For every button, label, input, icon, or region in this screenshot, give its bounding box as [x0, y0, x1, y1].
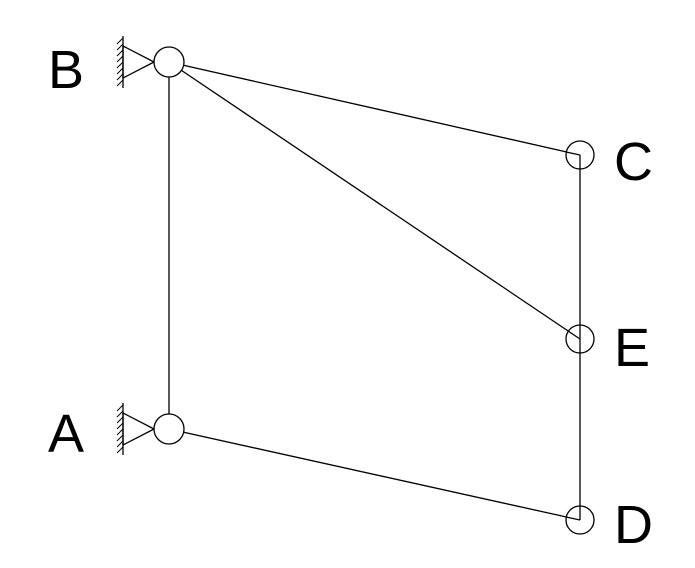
members [168, 61, 581, 521]
member-b-c [168, 61, 581, 156]
node-label-c: C [614, 132, 653, 192]
node-label-e: E [614, 318, 650, 378]
joints [153, 46, 595, 535]
node-label-a: A [48, 404, 84, 464]
joint-connectors [565, 151, 581, 521]
member-a-d [168, 428, 581, 521]
joint-a [153, 413, 185, 445]
joint-b [153, 46, 185, 78]
labels: B C E A D [48, 40, 653, 555]
pin-support-b [116, 36, 155, 88]
pin-support-a [116, 403, 155, 455]
node-label-b: B [48, 40, 84, 100]
node-label-d: D [614, 495, 653, 555]
member-b-e [168, 61, 581, 340]
